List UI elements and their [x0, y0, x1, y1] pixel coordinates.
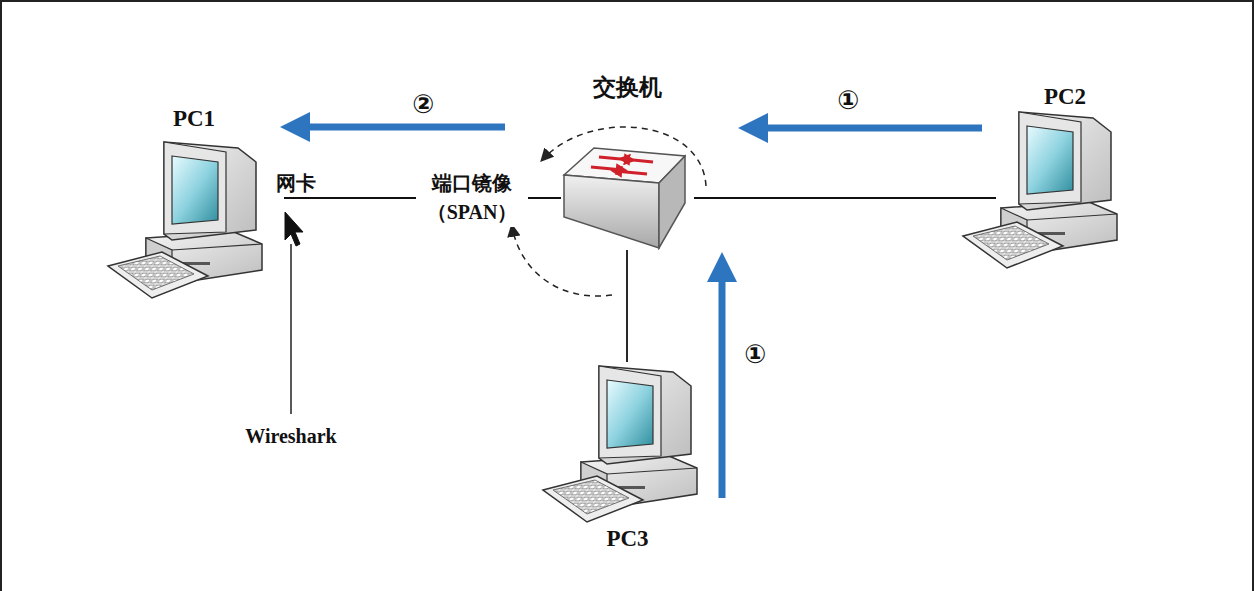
node-title: PC3 — [541, 526, 714, 552]
callout-number: ① — [744, 339, 766, 369]
computer-icon — [961, 110, 1121, 270]
switch-node: 交换机 — [561, 70, 694, 250]
tool-label: Wireshark — [245, 425, 337, 448]
node-title: PC1 — [104, 106, 284, 132]
computer-icon — [106, 140, 266, 300]
callout-number: ② — [412, 89, 434, 119]
computer-node: PC2 — [996, 84, 1134, 274]
node-title: PC2 — [996, 84, 1134, 110]
switch-icon — [561, 145, 686, 250]
edge-label: 端口镜像 （SPAN） — [416, 169, 528, 227]
nic-label: 网卡 — [276, 170, 316, 197]
computer-node: PC3 — [541, 362, 714, 558]
computer-node: PC1 — [104, 106, 284, 302]
computer-icon — [541, 364, 701, 524]
callout-number: ① — [837, 85, 859, 115]
network-cable — [626, 250, 628, 362]
network-cable — [694, 197, 996, 199]
node-title: 交换机 — [561, 72, 694, 103]
